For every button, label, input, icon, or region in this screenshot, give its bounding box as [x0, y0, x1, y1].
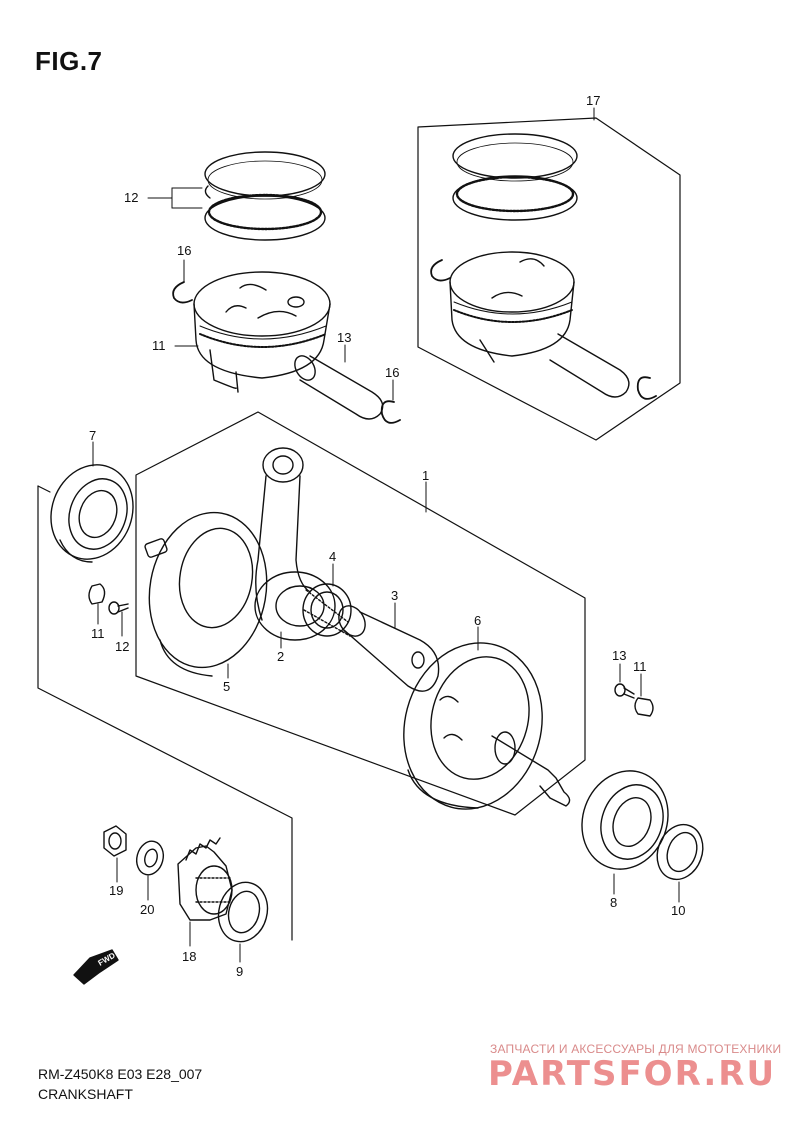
crank-web-5 [144, 511, 268, 677]
callout-2[interactable]: 2 [277, 649, 285, 664]
oil-seal-9 [217, 881, 269, 943]
primary-drive-gear-18 [177, 837, 233, 921]
nut-19 [103, 825, 127, 857]
callout-5[interactable]: 5 [223, 679, 231, 694]
watermark-logo: PARTSFOR.RU [488, 1054, 777, 1094]
figure-title: FIG.7 [35, 46, 103, 76]
drive-group-bracket [37, 485, 293, 941]
retainer-11-right [634, 697, 654, 717]
screw-12-left [108, 601, 129, 615]
callout-3[interactable]: 3 [391, 588, 399, 603]
callout-6[interactable]: 6 [474, 613, 482, 628]
callout-8[interactable]: 8 [610, 895, 618, 910]
callout-20[interactable]: 20 [140, 902, 155, 917]
callout-11-right[interactable]: 11 [633, 659, 647, 674]
circlip-16-left [172, 281, 193, 304]
circlip-16-right [380, 400, 401, 424]
callout-9[interactable]: 9 [236, 964, 244, 979]
callout-17[interactable]: 17 [586, 93, 601, 108]
callout-1[interactable]: 1 [422, 468, 430, 483]
forward-arrow-icon [73, 949, 119, 985]
callout-14[interactable]: 12 [124, 190, 139, 205]
piston-ring-set-14 [204, 151, 326, 241]
retainer-11-left [88, 583, 106, 605]
piston-13 [193, 271, 331, 393]
washer-20 [135, 840, 165, 876]
callout-16-left[interactable]: 16 [177, 243, 192, 258]
section-title: CRANKSHAFT [38, 1086, 133, 1102]
callout-10[interactable]: 10 [671, 903, 686, 918]
callout-12-left[interactable]: 12 [115, 639, 130, 654]
crank-pin-3 [338, 605, 440, 692]
callout-12-right[interactable]: 13 [612, 648, 627, 663]
needle-bearing-4 [302, 583, 352, 637]
connecting-rod-2 [254, 447, 336, 641]
piston-set-frame [417, 117, 681, 441]
screw-12-right [614, 683, 635, 699]
bearing-7 [50, 464, 134, 563]
watermark-tagline: ЗАПЧАСТИ И АКСЕССУАРЫ ДЛЯ МОТОТЕХНИКИ [490, 1042, 782, 1056]
callout-4[interactable]: 4 [329, 549, 337, 564]
callout-18[interactable]: 18 [182, 949, 197, 964]
crankshaft-frame [135, 411, 586, 816]
callout-15[interactable]: 13 [337, 330, 352, 345]
model-code: RM-Z450K8 E03 E28_007 [38, 1066, 203, 1082]
callout-7[interactable]: 7 [89, 428, 97, 443]
piston-set-17-contents [430, 133, 657, 400]
piston-pin-15 [294, 355, 384, 420]
crank-web-6 [403, 642, 571, 810]
callout-13[interactable]: 11 [152, 338, 166, 353]
oil-seal-10 [656, 823, 704, 881]
callout-11-left[interactable]: 11 [91, 626, 105, 641]
callout-19[interactable]: 19 [109, 883, 124, 898]
callout-16-right[interactable]: 16 [385, 365, 400, 380]
bearing-8 [581, 770, 669, 870]
leader-lines [92, 107, 680, 963]
